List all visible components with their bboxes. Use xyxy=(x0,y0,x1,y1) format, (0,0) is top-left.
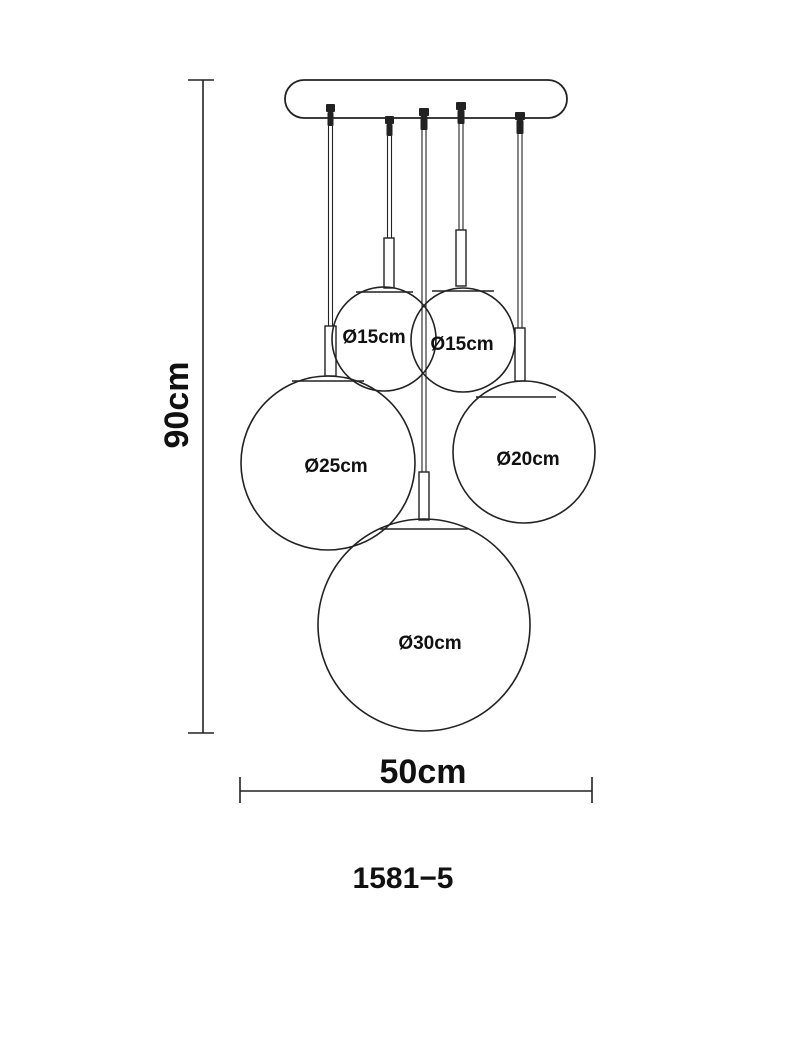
globe-20: Ø20cm xyxy=(452,327,596,524)
globe-15b-label: Ø15cm xyxy=(430,334,493,355)
globe-15a-label: Ø15cm xyxy=(342,327,405,348)
cable-grip-2 xyxy=(385,116,394,136)
cable-grip-1 xyxy=(326,104,335,126)
globe-25-holder xyxy=(324,325,337,377)
globe-30-holder xyxy=(418,471,430,521)
cable-globe-15a xyxy=(386,136,393,238)
globe-15b-shade xyxy=(410,287,516,393)
globe-25: Ø25cm xyxy=(240,325,416,551)
cable-grip-4 xyxy=(456,102,466,124)
globe-20-label: Ø20cm xyxy=(496,449,559,470)
cable-grips xyxy=(326,102,525,136)
cable-globe-25 xyxy=(327,126,334,326)
globe-15a-holder xyxy=(383,237,395,289)
globe-30-label: Ø30cm xyxy=(398,633,461,654)
model-number: 1581−5 xyxy=(353,862,454,895)
width-dimension: 50cm xyxy=(239,753,593,803)
cable-globe-30 xyxy=(421,130,427,472)
globe-25-label: Ø25cm xyxy=(304,456,367,477)
globe-15b: Ø15cm xyxy=(410,229,516,393)
globe-30-shade xyxy=(317,518,531,732)
cable-globe-20 xyxy=(517,134,523,328)
cable-grip-5 xyxy=(515,112,525,134)
globe-15a: Ø15cm xyxy=(331,237,437,392)
height-dimension: 90cm xyxy=(158,79,214,734)
globe-15b-holder xyxy=(455,229,467,287)
cables xyxy=(327,124,523,472)
globe-30: Ø30cm xyxy=(317,471,531,732)
cable-grip-3 xyxy=(419,108,429,130)
globe-20-holder xyxy=(514,327,526,382)
height-label: 90cm xyxy=(158,362,196,449)
width-label: 50cm xyxy=(380,753,467,791)
cable-globe-15b xyxy=(458,124,464,230)
